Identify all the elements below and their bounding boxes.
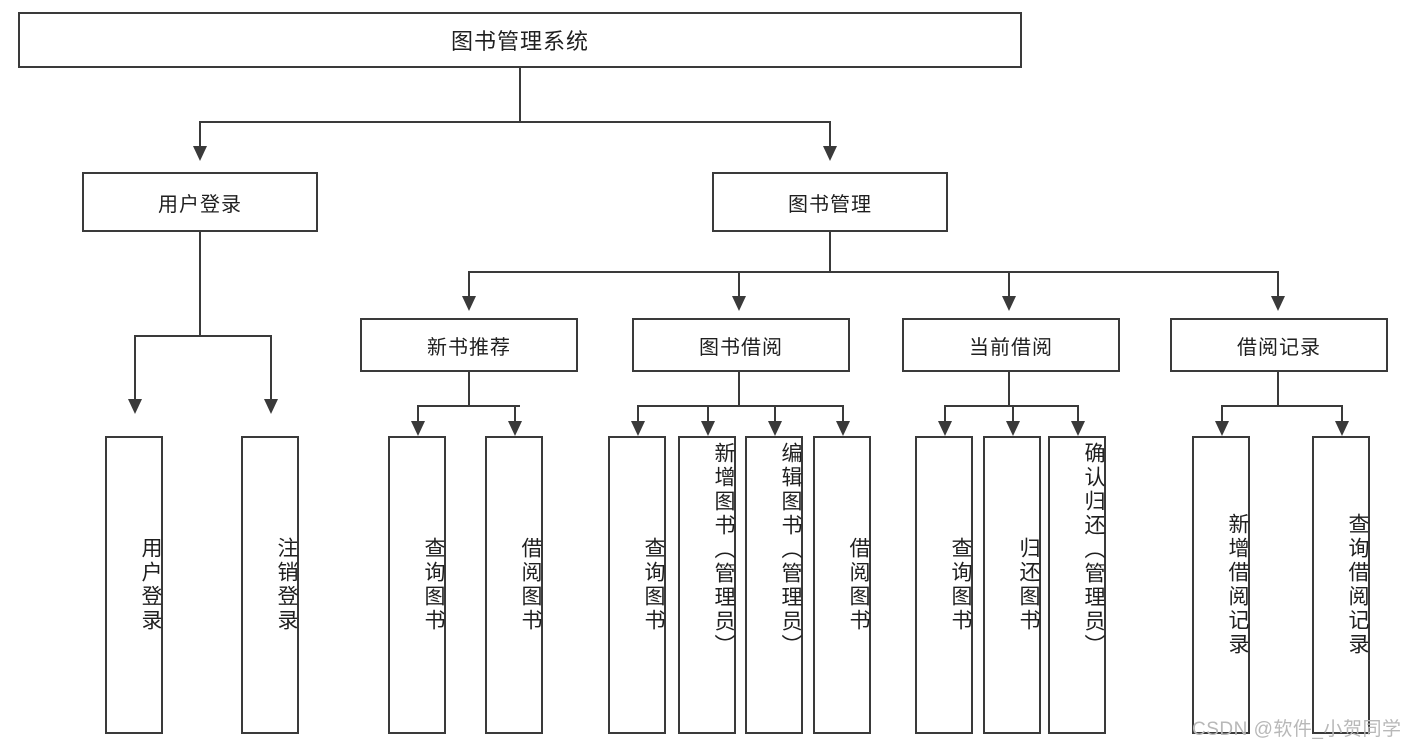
- connector-br-drop-2: [1341, 405, 1343, 423]
- node-user-login[interactable]: 用户登录: [82, 172, 318, 232]
- connector-cb-stem: [1008, 372, 1010, 406]
- node-label: 图书管理系统: [450, 29, 589, 54]
- leaf-cb-return-book[interactable]: 归还图书: [983, 436, 1041, 734]
- node-borrow-record[interactable]: 借阅记录: [1170, 318, 1388, 372]
- connector-br-bus: [1221, 405, 1342, 407]
- connector-drop-new-book-recommend: [468, 271, 470, 298]
- node-current-borrow[interactable]: 当前借阅: [902, 318, 1120, 372]
- connector-user-login-stem: [199, 232, 201, 336]
- arrowhead-borrow-record: [1271, 296, 1285, 311]
- arrowhead-book-management: [823, 146, 837, 161]
- node-label: 当前借阅: [969, 336, 1053, 359]
- leaf-nbr-borrow-book[interactable]: 借阅图书: [485, 436, 543, 734]
- leaf-br-query-record[interactable]: 查询借阅记录: [1312, 436, 1370, 734]
- leaf-label: 编辑图书（管理员）: [779, 442, 802, 658]
- connector-book-management-stem: [829, 232, 831, 272]
- arrowhead-current-borrow: [1002, 296, 1016, 311]
- node-book-borrow[interactable]: 图书借阅: [632, 318, 850, 372]
- arrowhead-cb-1: [938, 421, 952, 436]
- connector-drop-borrow-record: [1277, 271, 1279, 298]
- leaf-label: 借阅图书: [519, 537, 542, 633]
- leaf-label: 归还图书: [1017, 537, 1040, 633]
- leaf-label: 查询图书: [949, 537, 972, 633]
- leaf-cb-query-book[interactable]: 查询图书: [915, 436, 973, 734]
- connector-drop-user-login: [199, 121, 201, 148]
- connector-br-drop-1: [1221, 405, 1223, 423]
- connector-bb-stem: [738, 372, 740, 406]
- leaf-label: 查询借阅记录: [1346, 513, 1369, 657]
- arrowhead-br-1: [1215, 421, 1229, 436]
- connector-cb-drop-2: [1012, 405, 1014, 423]
- leaf-label: 用户登录: [139, 537, 162, 633]
- node-label: 新书推荐: [427, 336, 511, 359]
- leaf-label: 新增图书（管理员）: [712, 442, 735, 658]
- arrowhead-bb-1: [631, 421, 645, 436]
- arrowhead-leaf-logout: [264, 399, 278, 414]
- arrowhead-bb-3: [768, 421, 782, 436]
- arrowhead-leaf-user-login: [128, 399, 142, 414]
- leaf-bb-borrow-book[interactable]: 借阅图书: [813, 436, 871, 734]
- connector-drop-book-borrow: [738, 271, 740, 298]
- arrowhead-bb-2: [701, 421, 715, 436]
- connector-nbr-drop-1: [417, 405, 419, 423]
- connector-bb-drop-2: [707, 405, 709, 423]
- arrowhead-cb-2: [1006, 421, 1020, 436]
- connector-bb-bus: [637, 405, 843, 407]
- csdn-watermark: CSDN @软件_小贺同学: [1192, 719, 1402, 740]
- arrowhead-br-2: [1335, 421, 1349, 436]
- connector-root-stem: [519, 68, 521, 122]
- node-label: 借阅记录: [1237, 336, 1321, 359]
- arrowhead-cb-3: [1071, 421, 1085, 436]
- connector-br-stem: [1277, 372, 1279, 406]
- connector-drop-book-management: [829, 121, 831, 148]
- connector-bb-drop-4: [842, 405, 844, 423]
- connector-bb-drop-1: [637, 405, 639, 423]
- leaf-bb-query-book[interactable]: 查询图书: [608, 436, 666, 734]
- leaf-bb-add-book-admin[interactable]: 新增图书（管理员）: [678, 436, 736, 734]
- connector-cb-drop-3: [1077, 405, 1079, 423]
- connector-drop-leaf-logout: [270, 335, 272, 401]
- connector-drop-current-borrow: [1008, 271, 1010, 298]
- leaf-label: 注销登录: [275, 537, 298, 633]
- node-root-book-management-system[interactable]: 图书管理系统: [18, 12, 1022, 68]
- connector-user-login-bus: [134, 335, 272, 337]
- node-label: 用户登录: [158, 193, 242, 216]
- leaf-label: 确认归还（管理员）: [1082, 442, 1105, 658]
- leaf-bb-edit-book-admin[interactable]: 编辑图书（管理员）: [745, 436, 803, 734]
- connector-nbr-bus: [417, 405, 520, 407]
- leaf-label: 查询图书: [422, 537, 445, 633]
- connector-nbr-drop-2: [514, 405, 516, 423]
- connector-level2-bus: [199, 121, 831, 123]
- leaf-label: 查询图书: [642, 537, 665, 633]
- arrowhead-bb-4: [836, 421, 850, 436]
- connector-level3-bus: [468, 271, 1279, 273]
- connector-nbr-stem: [468, 372, 470, 406]
- leaf-label: 借阅图书: [847, 537, 870, 633]
- connector-bb-drop-3: [774, 405, 776, 423]
- leaf-cb-confirm-return-admin[interactable]: 确认归还（管理员）: [1048, 436, 1106, 734]
- leaf-nbr-query-book[interactable]: 查询图书: [388, 436, 446, 734]
- arrowhead-new-book-recommend: [462, 296, 476, 311]
- node-book-management[interactable]: 图书管理: [712, 172, 948, 232]
- node-label: 图书管理: [788, 193, 872, 216]
- leaf-user-login[interactable]: 用户登录: [105, 436, 163, 734]
- arrowhead-nbr-2: [508, 421, 522, 436]
- arrowhead-nbr-1: [411, 421, 425, 436]
- leaf-label: 新增借阅记录: [1226, 513, 1249, 657]
- node-new-book-recommend[interactable]: 新书推荐: [360, 318, 578, 372]
- node-label: 图书借阅: [699, 336, 783, 359]
- connector-drop-leaf-user-login: [134, 335, 136, 401]
- leaf-logout[interactable]: 注销登录: [241, 436, 299, 734]
- connector-cb-drop-1: [944, 405, 946, 423]
- leaf-br-add-record[interactable]: 新增借阅记录: [1192, 436, 1250, 734]
- arrowhead-user-login: [193, 146, 207, 161]
- connector-cb-bus: [944, 405, 1078, 407]
- arrowhead-book-borrow: [732, 296, 746, 311]
